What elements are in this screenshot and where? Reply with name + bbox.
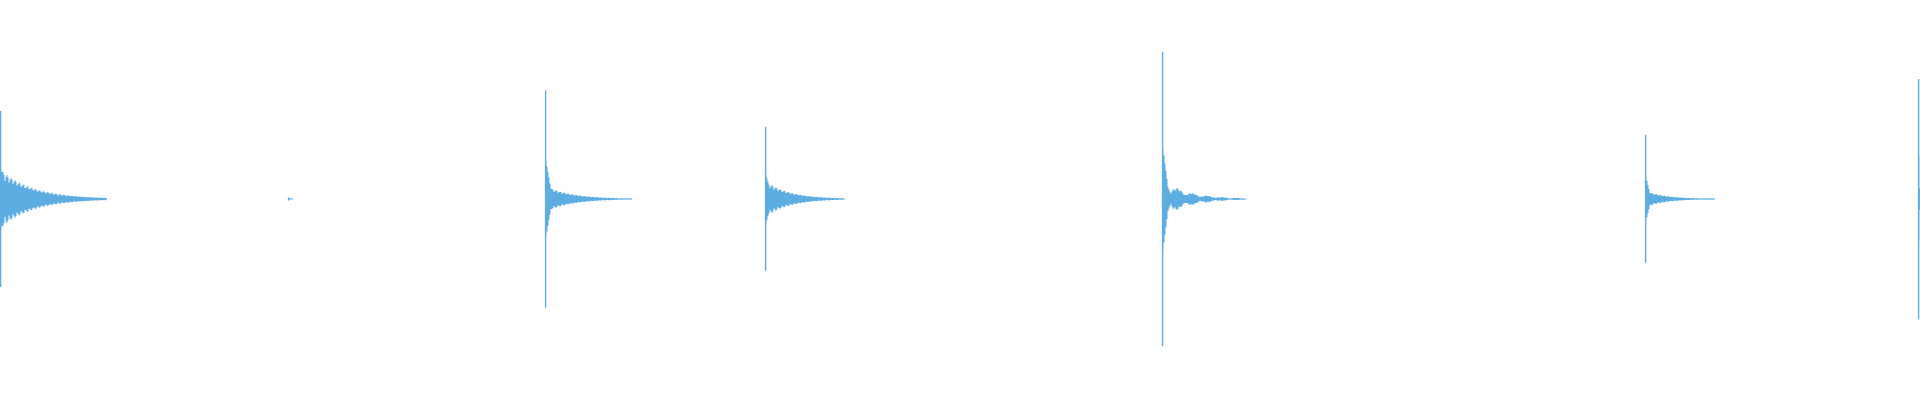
waveform-transient-2: [287, 197, 293, 201]
waveform-transient-6: [1644, 135, 1715, 263]
waveform-transient-5: [1161, 51, 1246, 347]
waveform-transient-3: [544, 90, 632, 308]
waveform-transient-1: [0, 111, 107, 287]
waveform-transient-4: [764, 127, 845, 271]
waveform-layer: [0, 51, 1920, 347]
